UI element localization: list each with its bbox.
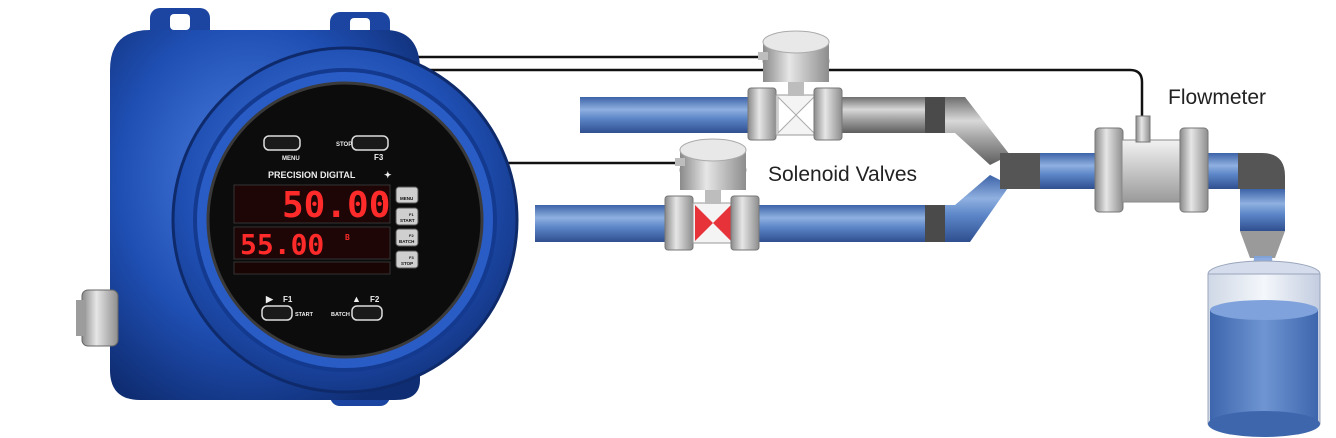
batch-label: BATCH bbox=[331, 312, 350, 318]
side-buttons: MENU F1 START F2 BATCH F3 STOP bbox=[395, 186, 419, 269]
valve-closed-indicator bbox=[695, 205, 713, 241]
f1-label: F1 bbox=[283, 295, 293, 304]
f1-start-button[interactable] bbox=[261, 305, 293, 321]
brand-label: PRECISION DIGITAL bbox=[268, 170, 356, 180]
top-display bbox=[233, 184, 391, 224]
f2-label: F2 bbox=[370, 295, 380, 304]
start-label: START bbox=[295, 312, 314, 318]
upper-pipe bbox=[580, 97, 1010, 165]
f1-arrow-icon: ▶ bbox=[265, 294, 274, 304]
side-batch-label: BATCH bbox=[399, 239, 414, 244]
flowmeter-label: Flowmeter bbox=[1168, 86, 1266, 109]
signal-wires bbox=[410, 55, 1144, 165]
side-menu-button[interactable] bbox=[395, 186, 419, 204]
valve-open-indicator bbox=[777, 95, 797, 135]
wire-flowmeter bbox=[410, 68, 1144, 118]
solenoid-valves-label: Solenoid Valves bbox=[768, 163, 917, 186]
side-stop-label: STOP bbox=[401, 261, 413, 266]
top-display-unit: T bbox=[380, 193, 386, 203]
status-bar bbox=[233, 261, 391, 275]
flowmeter bbox=[1094, 115, 1209, 213]
menu-button[interactable] bbox=[263, 135, 301, 151]
brand-logo-icon: ✦ bbox=[384, 170, 392, 180]
bottom-display-unit: B bbox=[345, 233, 350, 242]
side-f2-label: F2 bbox=[409, 233, 414, 238]
solenoid-valve-top bbox=[747, 30, 843, 141]
top-display-value: 50.00 bbox=[282, 185, 390, 226]
water-bucket bbox=[1207, 256, 1321, 437]
side-f2-batch-button[interactable] bbox=[395, 228, 419, 247]
menu-button-label: MENU bbox=[282, 156, 300, 162]
side-f1-label: F1 bbox=[409, 212, 414, 217]
solenoid-valve-bottom bbox=[664, 138, 760, 251]
bottom-display bbox=[233, 226, 391, 260]
meter-face: MENU STOP F3 PRECISION DIGITAL ✦ 50.00 T… bbox=[233, 135, 419, 321]
side-f3-stop-button[interactable] bbox=[395, 250, 419, 269]
bottom-display-value: 55.00 bbox=[240, 228, 324, 261]
side-menu-label: MENU bbox=[400, 196, 413, 201]
stop-label: STOP bbox=[336, 142, 352, 148]
side-f1-start-button[interactable] bbox=[395, 207, 419, 226]
side-f3-label: F3 bbox=[409, 255, 414, 260]
conduit-fitting bbox=[76, 289, 119, 347]
f2-batch-button[interactable] bbox=[351, 305, 383, 321]
side-start-label: START bbox=[400, 218, 415, 223]
f3-stop-button[interactable] bbox=[351, 135, 389, 151]
f3-label: F3 bbox=[374, 153, 384, 162]
f2-arrow-icon: ▲ bbox=[352, 294, 361, 304]
